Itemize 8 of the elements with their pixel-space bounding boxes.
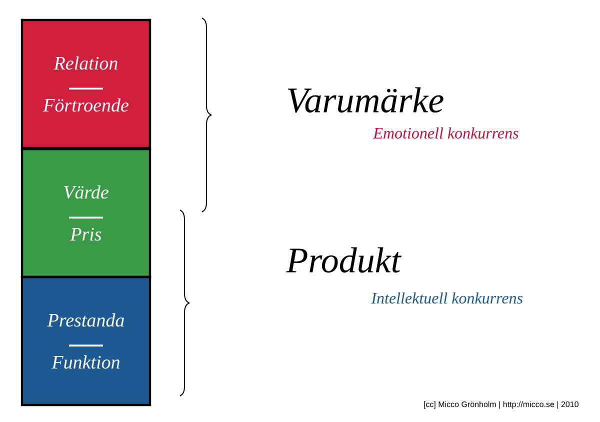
subheading: Emotionell konkurrens — [373, 127, 518, 139]
color-box: Relation Förtroende — [20, 18, 152, 150]
credit-line: [cc] Micco Grönholm | http://micco.se | 2010 — [424, 401, 578, 409]
color-box: Värde Pris — [20, 148, 152, 278]
heading: Varumärke — [288, 87, 444, 113]
heading: Produkt — [286, 247, 402, 273]
color-box: Prestanda Funktion — [20, 276, 152, 406]
subheading: Intellektuell konkurrens — [371, 292, 523, 304]
